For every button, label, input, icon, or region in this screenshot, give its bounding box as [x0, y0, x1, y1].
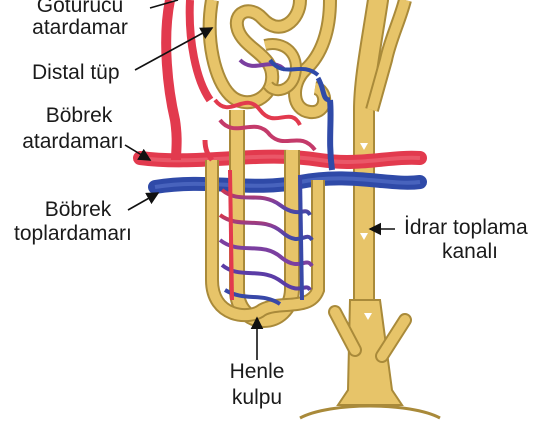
renal-artery: [140, 157, 420, 162]
renal-vein-label-line2: toplardamarı: [14, 222, 132, 246]
efferent-arteriole-label-line2: atardamar: [20, 16, 140, 40]
convoluted-tubules: [210, 0, 330, 112]
renal-vein-label-line1: Böbrek: [28, 198, 128, 222]
henle-loop-label-line1: Henle: [212, 360, 302, 384]
collecting-duct-label-line2: kanalı: [420, 240, 520, 264]
collecting-duct-label-line1: İdrar toplama: [404, 216, 528, 240]
distal-tubule-label: Distal tüp: [32, 61, 120, 85]
renal-artery-label-line1: Böbrek: [20, 104, 138, 128]
henle-loop-label-line2: kulpu: [212, 386, 302, 410]
renal-artery-label-line2: atardamarı: [14, 130, 132, 154]
